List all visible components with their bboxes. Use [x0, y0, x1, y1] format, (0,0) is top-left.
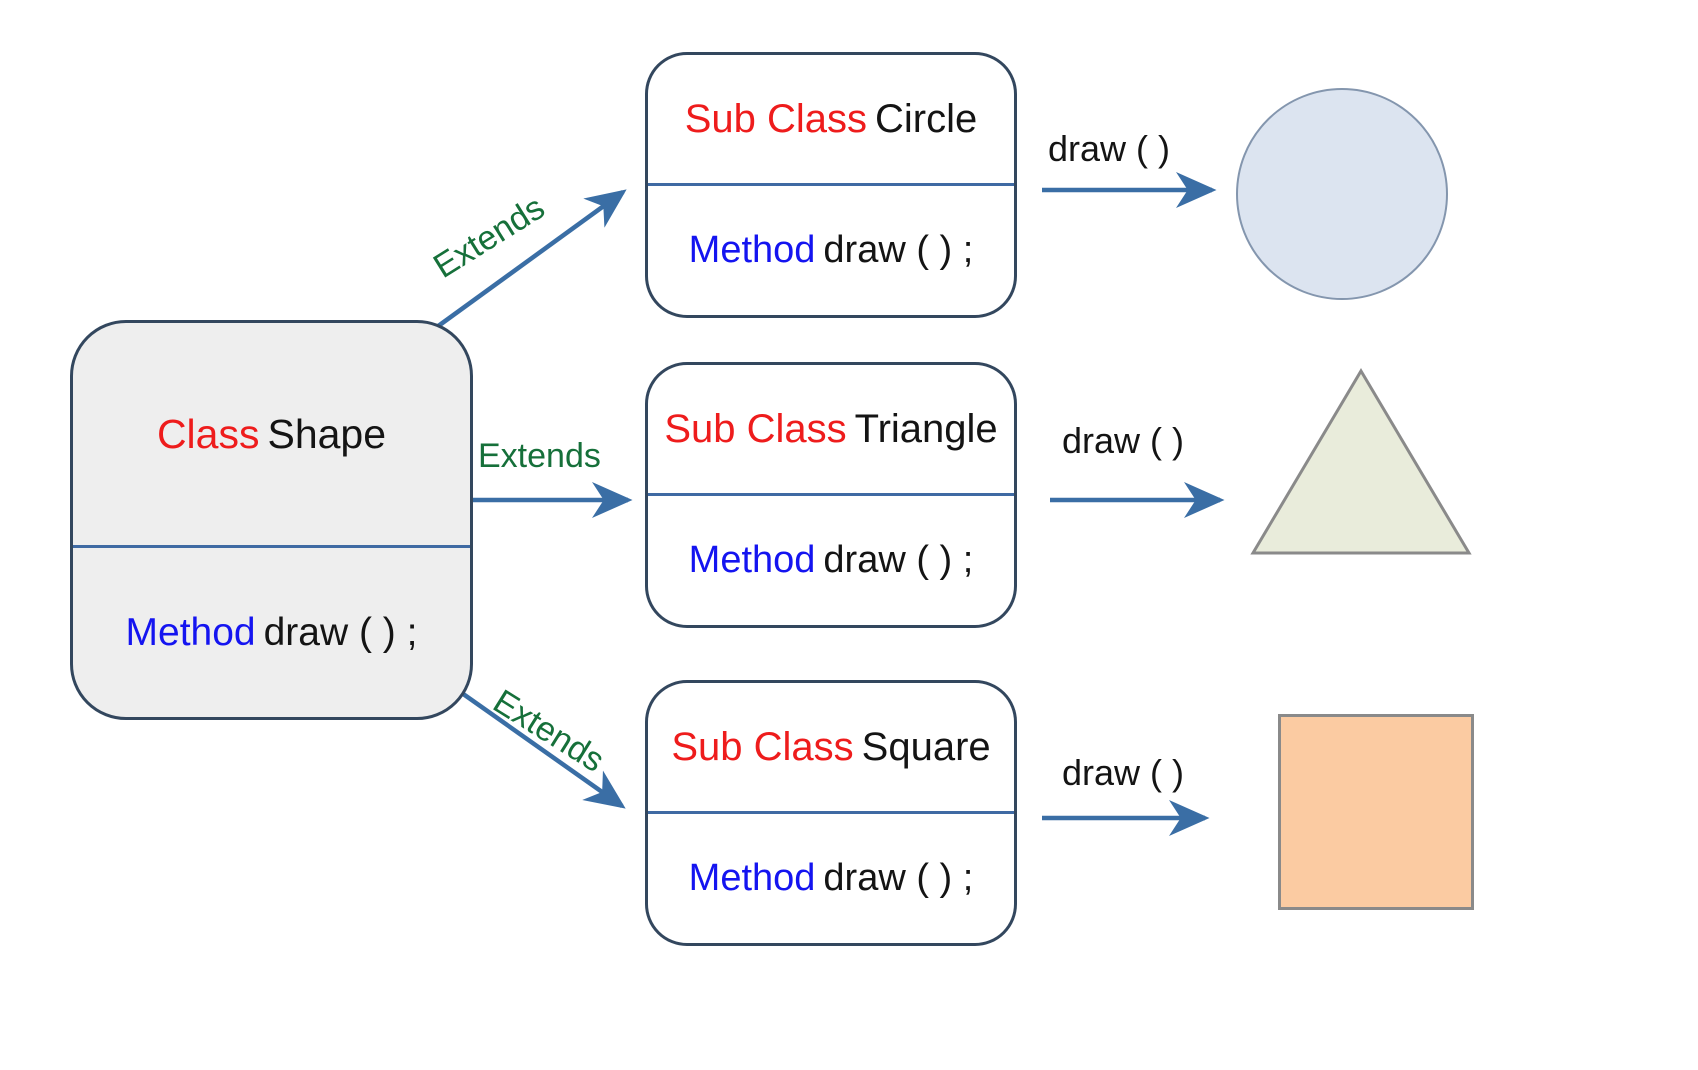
method-keyword: Method: [688, 539, 816, 581]
method-keyword: Method: [688, 857, 816, 899]
method-signature: draw ( ) ;: [823, 857, 974, 899]
extends-label-circle: Extends: [427, 188, 552, 286]
subclass-keyword: Sub Class: [664, 406, 847, 451]
result-shape-triangle: [1250, 368, 1472, 555]
extends-label-triangle: Extends: [478, 437, 601, 475]
class-divider-square: [648, 811, 1014, 814]
subclass-name: Square: [861, 724, 991, 769]
draw-call-label-circle: draw ( ): [1048, 128, 1171, 169]
class-divider-shape: [73, 545, 470, 548]
subclass-name: Circle: [875, 96, 978, 141]
subclass-name: Triangle: [854, 406, 998, 451]
method-signature: draw ( ) ;: [823, 539, 974, 581]
method-keyword: Method: [125, 610, 256, 654]
method-signature: draw ( ) ;: [823, 229, 974, 271]
class-divider-circle: [648, 183, 1014, 186]
draw-call-label-square: draw ( ): [1062, 752, 1185, 793]
result-shape-square: [1278, 714, 1474, 910]
method-signature: draw ( ) ;: [263, 610, 418, 654]
class-keyword: Class: [156, 410, 260, 457]
subclass-keyword: Sub Class: [684, 96, 868, 141]
draw-call-label-triangle: draw ( ): [1062, 420, 1185, 461]
extends-label-square: Extends: [486, 682, 611, 780]
result-shape-circle: [1236, 88, 1448, 300]
subclass-keyword: Sub Class: [671, 724, 854, 769]
method-keyword: Method: [688, 229, 816, 271]
class-name: Shape: [267, 410, 387, 457]
class-divider-triangle: [648, 493, 1014, 496]
triangle-polygon: [1250, 368, 1472, 555]
